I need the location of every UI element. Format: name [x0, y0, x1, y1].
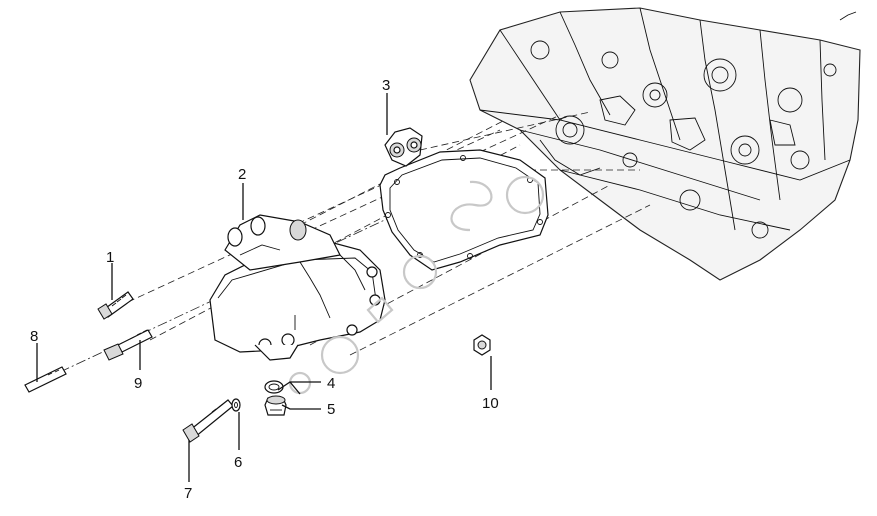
seal-ring-4: [264, 380, 284, 394]
callout-5: 5: [327, 401, 335, 418]
callout-4: 4: [327, 375, 335, 392]
gasket: [379, 127, 549, 271]
washer-6: [231, 398, 241, 412]
callout-8: 8: [30, 328, 38, 345]
callout-9: 9: [134, 375, 142, 392]
callout-10: 10: [482, 395, 499, 412]
callout-3: 3: [382, 77, 390, 94]
bolt-7: [182, 399, 234, 443]
callout-2: 2: [238, 166, 246, 183]
bolt-1: [97, 291, 134, 320]
callout-labels: 1 2 3 4 5 6 7 8 9 10: [30, 77, 499, 502]
bolt-9: [103, 329, 153, 361]
watermark: [288, 175, 545, 395]
stud-8: [24, 366, 67, 393]
callout-1: 1: [106, 249, 114, 266]
plug-5: [264, 395, 287, 416]
leader-lines: [36, 93, 492, 482]
engine-block: [469, 7, 861, 281]
callout-7: 7: [184, 485, 192, 502]
nut-10: [473, 334, 491, 356]
callout-6: 6: [234, 454, 242, 471]
oil-cooler-housing: [209, 214, 386, 361]
